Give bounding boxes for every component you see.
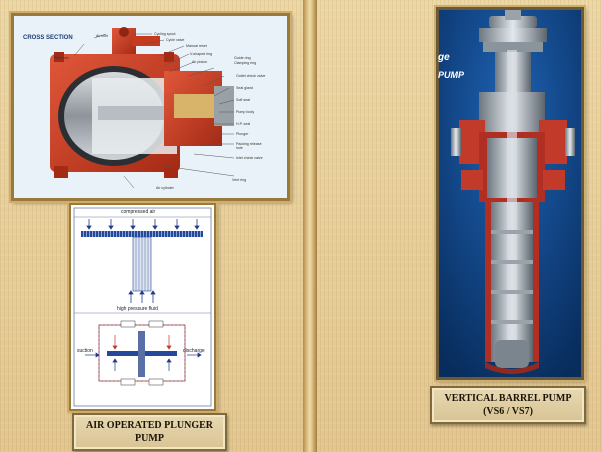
callout-guide-ring: Guide ring: [234, 56, 251, 60]
high-pressure-fluid-label: high pressure fluid: [117, 306, 158, 312]
caption-line-2: (VS6 / VS7): [483, 406, 533, 417]
suction-label: suction: [77, 348, 93, 354]
callout-labels: Air inlet Cycling spool Cycle valve Manu…: [14, 16, 287, 198]
vertical-barrel-pump-caption: VERTICAL BARREL PUMP (VS6 / VS7): [430, 386, 586, 424]
callout-manual-reset: Manual reset: [186, 44, 207, 48]
photo-text-line-1: ge: [438, 52, 450, 63]
callout-cycle-valve: Cycle valve: [166, 38, 185, 42]
wooden-divider: [303, 0, 317, 452]
discharge-label: discharge: [183, 348, 205, 354]
caption-line-1: VERTICAL BARREL PUMP: [444, 393, 572, 404]
callout-air-piston: Air piston: [192, 60, 207, 64]
callout-air-cylinder: Air cylinder: [156, 186, 174, 190]
callout-cycling-spool: Cycling spool: [154, 32, 176, 36]
vertical-barrel-pump-image: ge pump: [436, 7, 584, 380]
callout-seal-gland: Seal gland: [236, 86, 253, 90]
callout-plunger: Plunger: [236, 132, 249, 136]
compressed-air-label: compressed air: [121, 209, 156, 215]
cross-section-image: CROSS SECTION Air inlet Cycling spool Cy…: [11, 13, 290, 201]
caption-line-1: AIR OPERATED PLUNGER: [85, 420, 214, 431]
callout-pilot-hole: Pilot hole: [54, 56, 69, 60]
callout-soft-seal: Soft seal: [236, 98, 250, 102]
caption-line-2: PUMP: [135, 433, 164, 444]
plunger-schematic: compressed air high pressure fluid sucti…: [69, 203, 216, 411]
callout-inlet-check-valve: Inlet check valve: [236, 156, 263, 160]
callout-outlet-check-valve: Outlet check valve: [236, 74, 266, 78]
callout-v-shaped-ring: V-shaped ring: [190, 52, 213, 56]
callout-vent-ring: Vent ring: [232, 178, 247, 182]
cross-section-title: CROSS SECTION: [23, 35, 73, 41]
callout-packing-release-hole: Packing release hole: [236, 142, 262, 150]
callout-pump-body: Pump body: [236, 110, 255, 114]
air-operated-plunger-pump-caption: AIR OPERATED PLUNGER PUMP: [72, 413, 227, 451]
callout-clamping-ring: Clamping ring: [234, 61, 257, 65]
callout-air-inlet: Air inlet: [96, 34, 108, 38]
callout-hp-seal: H.P. seal: [236, 122, 251, 126]
photo-text-line-2: pump: [438, 70, 465, 80]
